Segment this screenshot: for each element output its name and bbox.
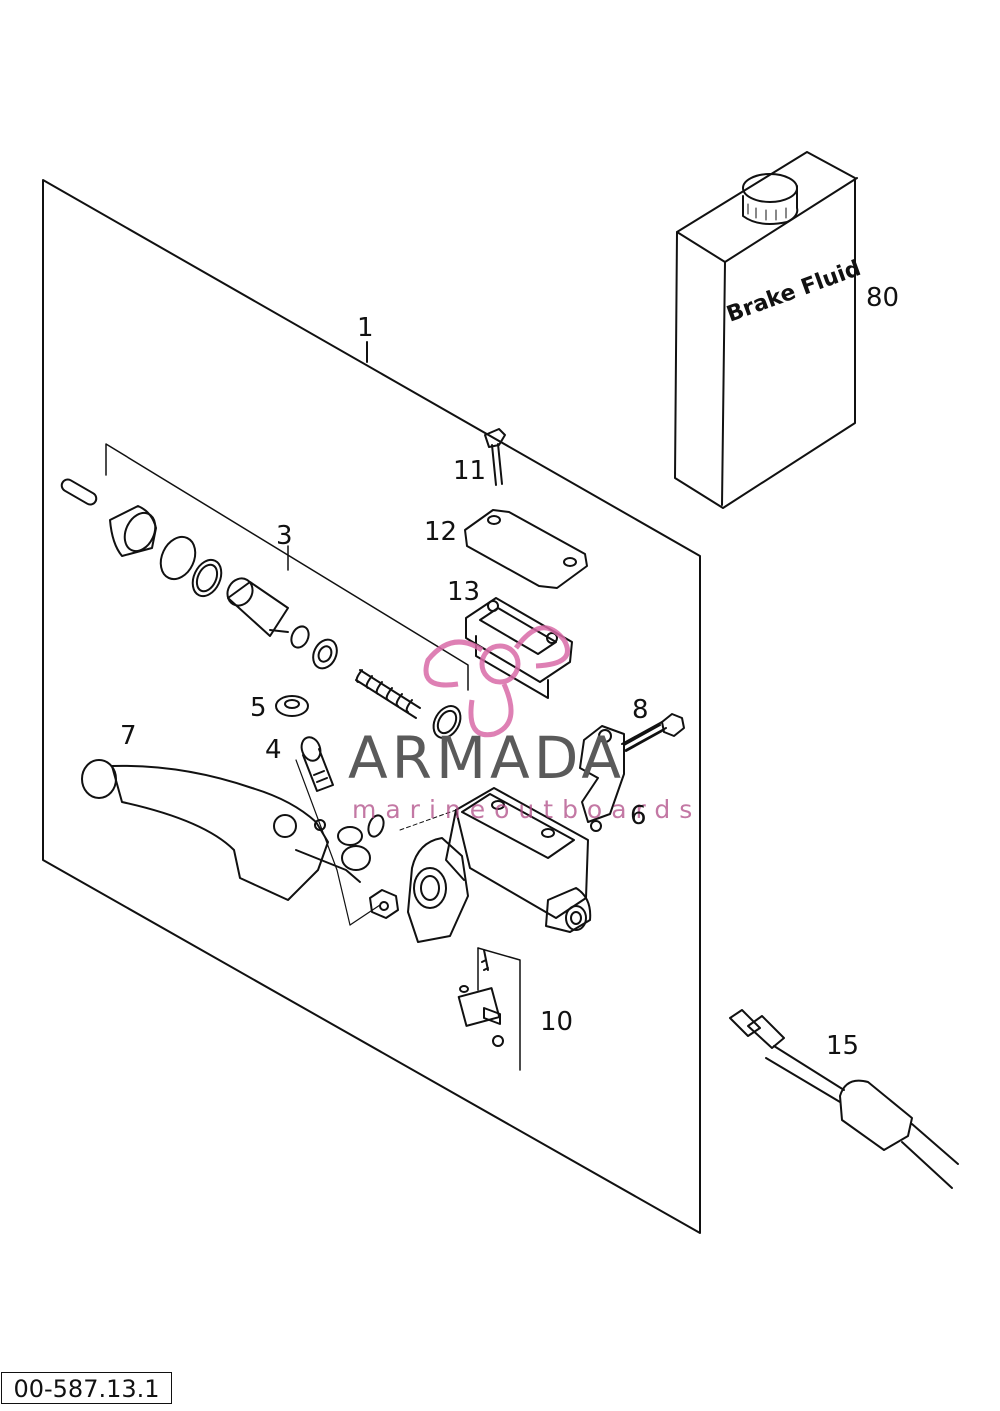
watermark-title: ARMADA — [348, 724, 625, 792]
callout-5: 5 — [250, 693, 267, 723]
callout-4: 4 — [265, 735, 282, 765]
reference-code-box: 00-587.13.1 — [1, 1372, 172, 1404]
clamp-bolt — [621, 713, 685, 751]
callout-12: 12 — [424, 517, 457, 547]
return-spring — [355, 669, 421, 719]
callout-11: 11 — [453, 456, 486, 486]
callout-8: 8 — [632, 695, 649, 725]
assembly-frame — [42, 179, 701, 1234]
brake-light-switch — [457, 947, 521, 1071]
pivot-bolt — [295, 736, 381, 926]
callout-15: 15 — [826, 1031, 859, 1061]
brake-lever — [81, 759, 361, 901]
reservoir-cover — [464, 509, 588, 589]
bracket-3 — [105, 443, 469, 691]
brake-fluid-bottle — [674, 151, 858, 509]
cover-screw — [484, 428, 506, 486]
lever-cam — [337, 814, 399, 919]
callout-80: 80 — [866, 283, 899, 313]
callout-7: 7 — [120, 721, 137, 751]
watermark-logo-icon — [423, 625, 570, 738]
pivot-nut — [369, 889, 399, 919]
callout-1: 1 — [357, 313, 374, 343]
pivot-washer — [275, 695, 309, 717]
callout-10: 10 — [540, 1007, 573, 1037]
bottle-label: Brake Fluid — [724, 256, 865, 328]
piston-kit — [60, 478, 462, 739]
callout-6: 6 — [630, 801, 647, 831]
brake-hose — [729, 1009, 959, 1189]
reference-code: 00-587.13.1 — [13, 1375, 160, 1403]
watermark-subtitle: marineoutboards — [352, 795, 701, 824]
master-cylinder-body — [399, 787, 592, 943]
callout-3: 3 — [276, 521, 293, 551]
callout-13: 13 — [447, 577, 480, 607]
